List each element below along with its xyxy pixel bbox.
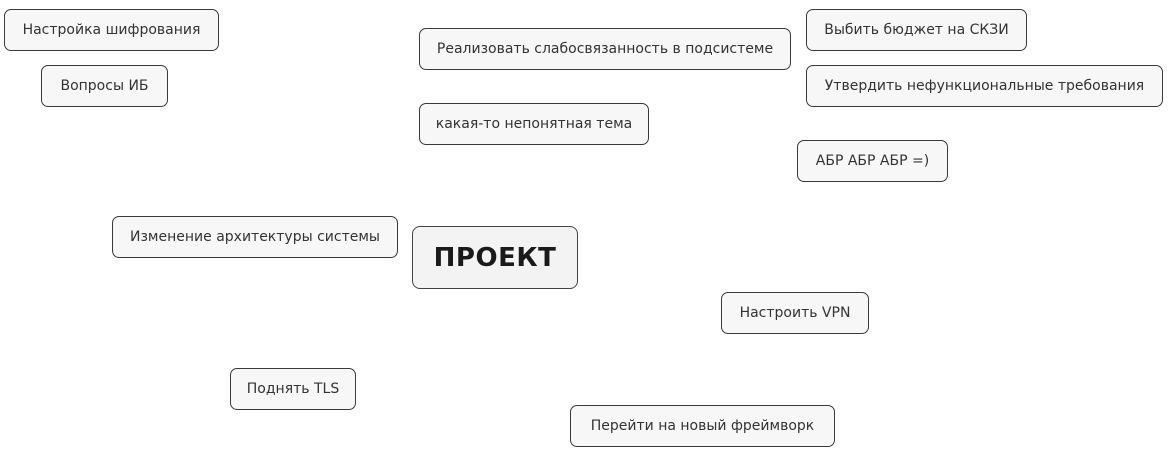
central-topic-node[interactable]: ПРОЕКТ (412, 226, 578, 289)
topic-node-nastroit-vpn[interactable]: Настроить VPN (721, 292, 869, 334)
topic-node-byudzhet-skzi[interactable]: Выбить бюджет на СКЗИ (806, 9, 1027, 51)
topic-node-voprosy-ib[interactable]: Вопросы ИБ (41, 65, 168, 107)
topic-node-podnyat-tls[interactable]: Поднять TLS (230, 368, 356, 410)
topic-node-izmenenie-arkhitektury[interactable]: Изменение архитектуры системы (112, 216, 398, 258)
topic-node-slabosvyazannost[interactable]: Реализовать слабосвязанность в подсистем… (419, 28, 791, 70)
topic-node-abr[interactable]: АБР АБР АБР =) (797, 140, 948, 182)
topic-node-neponyatnaya-tema[interactable]: какая-то непонятная тема (419, 103, 649, 145)
topic-node-nastroyka-shifrovaniya[interactable]: Настройка шифрования (4, 9, 219, 51)
topic-node-nefunktsionalnye-trebovaniya[interactable]: Утвердить нефункциональные требования (806, 65, 1163, 107)
topic-node-novyy-freymvork[interactable]: Перейти на новый фреймворк (570, 405, 835, 447)
